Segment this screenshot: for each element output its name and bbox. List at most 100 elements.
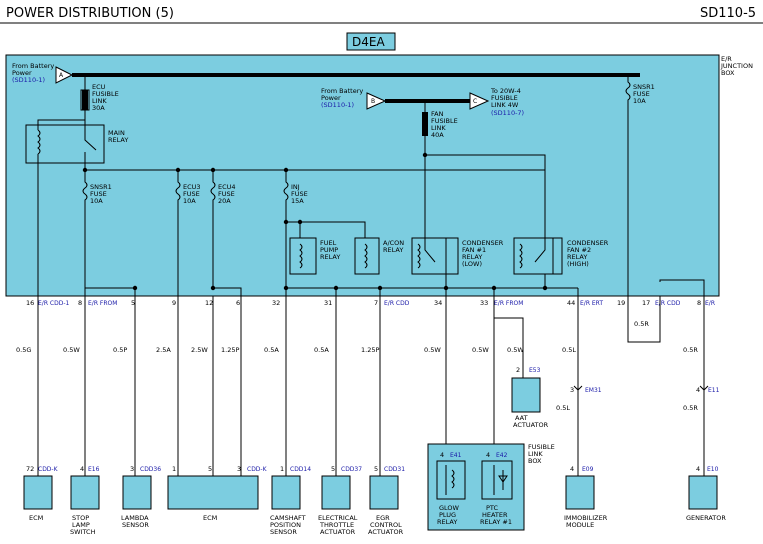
wire-color-labels: 0.5G 0.5W 0.5P 2.5A 2.5W 1.25P 0.5A 0.5A…	[16, 320, 698, 354]
fan-fusible-link-body	[422, 112, 428, 136]
ecm-c-pin: 3	[237, 465, 241, 473]
snsr1-fuse-label-3: 10A	[90, 197, 103, 205]
fuel-pump-relay-coil	[299, 243, 303, 269]
to-link-line1: To 20W-4	[490, 87, 521, 95]
ptc-label-1: PTC	[486, 504, 499, 512]
snsr-top-fuse-label-3: 10A	[633, 97, 646, 105]
connector-a-label: A	[59, 72, 64, 79]
relay-drops	[335, 274, 495, 296]
main-relay-label-2: RELAY	[108, 136, 128, 144]
ecu4-fuse-label-1: ECU4	[218, 183, 236, 191]
wire-color-1: 0.5G	[16, 346, 31, 354]
fuel-pump-relay-label-1: FUEL	[320, 239, 337, 247]
pin-7: 7	[374, 299, 378, 307]
wire-color-2: 0.5W	[63, 346, 80, 354]
pin-16: 16	[26, 299, 34, 307]
snsr-top-fuse-label-2: FUSE	[633, 90, 650, 98]
to-link-line2: FUSIBLE	[491, 94, 518, 102]
to-link-line3: LINK 4W	[491, 101, 519, 109]
cond-fan1-relay-outline	[411, 237, 459, 275]
battery-main-line1: From Battery	[12, 62, 54, 70]
main-relay-coil	[37, 129, 41, 155]
inj-fuse-wire	[283, 170, 289, 296]
ecm-1-box	[23, 475, 53, 510]
node-r4	[491, 285, 497, 291]
cond-fan1-label-2: FAN #1	[462, 246, 486, 254]
wire-color-10: 0.5W	[424, 346, 441, 354]
glow-label-3: RELAY	[437, 518, 457, 526]
ecm1-conn: CDD-K	[38, 466, 59, 473]
imm-label-2: MODULE	[566, 521, 594, 529]
ptc-relay-internals	[493, 465, 508, 495]
pin-44-conn: E/R ERT	[580, 300, 603, 307]
gen-pin: 4	[696, 465, 700, 473]
wire-color-12: 0.5W	[507, 346, 524, 354]
pin-7-conn: E/R CDD	[384, 300, 410, 307]
egr-label-1: EGR	[376, 514, 390, 522]
stop-conn: E16	[88, 466, 100, 473]
ecu3-fuse-label-3: 10A	[183, 197, 196, 205]
wire-color-9: 1.25P	[361, 346, 379, 354]
imm-label-1: IMMOBILIZER	[564, 514, 608, 522]
fan-link-label-2: FUSIBLE	[431, 117, 458, 125]
ptc-label-2: HEATER	[482, 511, 508, 519]
pin-6: 6	[236, 299, 240, 307]
ecu-link-label-1: ECU	[92, 83, 106, 91]
engine-label: D4EA	[352, 35, 385, 49]
wire-color-7: 0.5A	[264, 346, 279, 354]
pin-9: 9	[172, 299, 176, 307]
main-relay-outline	[25, 124, 105, 164]
pin-17: 17	[642, 299, 650, 307]
gen-mid-conn: E11	[708, 387, 720, 394]
etc-label-2: THROTTLE	[319, 521, 354, 529]
acon-relay-label-1: A/CON	[383, 239, 404, 247]
outgoing-wires	[37, 296, 705, 476]
battery-main-ref: (SD110-1)	[12, 76, 45, 84]
imm-mid-arrow	[573, 385, 583, 391]
node-inj-1	[283, 219, 289, 225]
inj-fuse-label-1: INJ	[291, 183, 300, 191]
cam-conn: CDD14	[290, 466, 311, 473]
junction-box-label-3: BOX	[721, 69, 735, 77]
imm-mid-pin: 3	[570, 386, 574, 394]
flb-label-2: LINK	[528, 450, 543, 458]
ecu-link-label-2: FUSIBLE	[92, 90, 119, 98]
ecu-fusible-link-body	[82, 90, 88, 110]
battery-main-line2: Power	[12, 69, 32, 77]
lambda-label-2: SENSOR	[122, 521, 149, 529]
main-relay-switch	[37, 119, 97, 160]
cond-fan1-label-4: (LOW)	[462, 260, 482, 268]
pin-31: 31	[324, 299, 332, 307]
bottom-connectors: 72 CDD-K 4 E16 3 CDD36 1 5 3 CDD-K 1 CDD…	[26, 465, 719, 473]
cam-label-3: SENSOR	[270, 528, 297, 536]
fan-link-label-3: LINK	[431, 124, 446, 132]
ecm-b-pin: 5	[208, 465, 212, 473]
ecu4-fuse-wire	[210, 170, 242, 296]
cond-fan2-relay-internals	[519, 238, 554, 274]
acon-relay-label-2: RELAY	[383, 246, 403, 254]
egr-pin: 5	[374, 465, 378, 473]
wire-color-4: 2.5A	[156, 346, 171, 354]
battery-secondary-line2: Power	[321, 94, 341, 102]
box-pin-row: 16 E/R CDD-1 8 E/R FROM 5 9 12 6 32 31 7…	[26, 299, 715, 307]
aat-label-1: AAT	[515, 414, 528, 422]
generator-internal-wire	[659, 279, 705, 296]
pin-8b-conn: E/R	[705, 300, 715, 307]
stop-label-3: SWITCH	[70, 528, 96, 536]
camshaft-sensor-box	[271, 475, 301, 510]
acon-relay-outline	[354, 237, 380, 275]
snsr1-fuse-label-2: FUSE	[90, 190, 107, 198]
egr-conn: CDD31	[384, 466, 405, 473]
fuel-pump-relay-outline	[289, 237, 317, 275]
gen-label: GENERATOR	[686, 514, 726, 522]
etc-label-1: ELECTRICAL	[318, 514, 358, 522]
cond-fan2-label-4: (HIGH)	[567, 260, 589, 268]
connector-b-label: B	[371, 98, 375, 105]
ptc-relay-outline	[481, 460, 513, 500]
acon-relay-coil	[364, 243, 368, 269]
cond-fan2-label-1: CONDENSER	[567, 239, 609, 247]
glow-label-2: PLUG	[439, 511, 456, 519]
wire-color-3: 0.5P	[113, 346, 127, 354]
